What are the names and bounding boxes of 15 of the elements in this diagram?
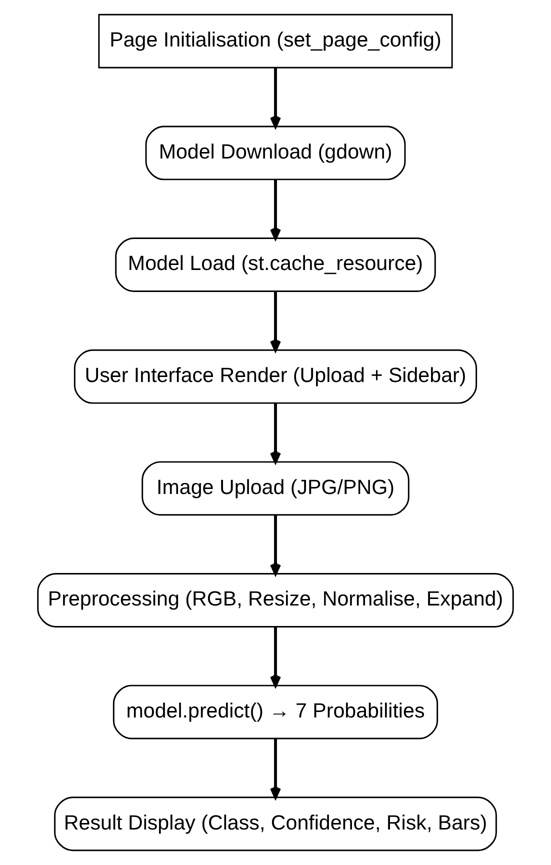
arrow (270, 403, 281, 464)
node-box: Result Display (Class, Confidence, Risk, Bars) (54, 796, 497, 852)
node-box: Page Initialisation (set_page_config) (98, 14, 453, 68)
arrow (270, 626, 281, 687)
node-box: Model Download (gdown) (145, 126, 406, 180)
node-box: User Interface Render (Upload + Sidebar) (74, 349, 478, 404)
node-box: Preprocessing (RGB, Resize, Normalise, Expand) (37, 573, 514, 628)
node-box: model.predict() → 7 Probabilities (112, 684, 438, 740)
arrow (270, 515, 281, 576)
node-box: Image Upload (JPG/PNG) (142, 461, 410, 516)
arrow (270, 738, 281, 799)
arrow (270, 180, 281, 240)
arrow (270, 68, 281, 128)
arrow (270, 292, 281, 352)
node-box: Model Load (st.cache_resource) (115, 238, 436, 292)
